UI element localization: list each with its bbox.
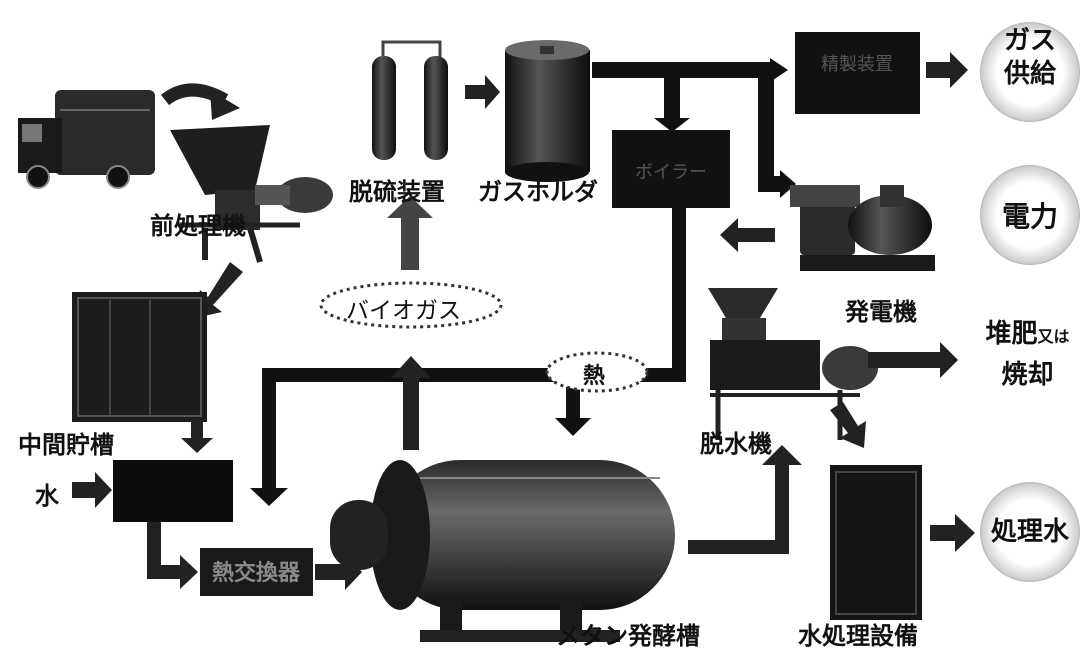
biogas-ellipse	[319, 281, 503, 329]
intermediate-tank-label: 中間貯槽	[18, 431, 114, 459]
gas-refining-box-text: 精製装置	[821, 54, 893, 75]
curved-arrow-icon	[160, 83, 240, 120]
arrow-desulfurizer-to-holder	[465, 75, 500, 109]
treated-water-label: 処理水	[990, 517, 1069, 547]
arrow-digester-to-biogas	[391, 356, 431, 450]
arrow-to-gas-supply	[926, 52, 968, 88]
compost-circle	[980, 305, 1080, 405]
water-input-label: 水	[35, 482, 59, 510]
arrow-to-treated-water	[930, 514, 975, 552]
arrow-to-compost	[868, 342, 958, 378]
mixing-tank-box	[113, 460, 233, 522]
arrow-dehydrator-to-water-treatment	[830, 402, 866, 448]
generator-label: 発電機	[845, 298, 917, 326]
water-treatment-label: 水処理設備	[798, 622, 918, 650]
compost-label: 堆肥又は 焼却	[985, 319, 1070, 390]
arrow-digester-to-dehydrator	[688, 445, 802, 554]
water-treatment-icon	[830, 465, 922, 620]
heat-ellipse	[545, 351, 649, 393]
intermediate-tank-icon	[72, 292, 207, 422]
arrow-tank-down	[181, 420, 213, 453]
boiler-box-text: ボイラー	[635, 162, 707, 183]
heat-exchanger-box: 熱交換器	[200, 548, 313, 596]
desulfurizer-label: 脱硫装置	[349, 178, 445, 206]
electricity-circle	[980, 165, 1080, 265]
methane-tank-icon	[330, 460, 675, 642]
boiler-box	[612, 130, 730, 208]
svg-text:熱交換器: 熱交換器	[212, 560, 301, 586]
arrow-biogas-to-desulfurizer	[387, 196, 433, 270]
generator-icon	[790, 185, 935, 271]
gas-refining-box	[795, 32, 920, 114]
desulfurizer-icon	[372, 40, 448, 160]
pretreatment-machine-icon	[170, 125, 333, 263]
methane-tank-label: メタン発酵槽	[556, 622, 700, 650]
dehydrator-label: 脱水機	[700, 430, 772, 458]
heat-label: 熱	[583, 364, 606, 389]
biogas-label: バイオガス	[346, 298, 461, 324]
electricity-label: 電力	[1001, 200, 1058, 233]
pretreatment-label: 前処理機	[150, 212, 246, 240]
arrow-water-in	[72, 472, 112, 508]
treated-water-circle	[980, 482, 1080, 582]
gas-holder-icon	[505, 40, 590, 182]
gas-pipes	[592, 58, 796, 198]
gas-supply-circle	[980, 22, 1080, 122]
gas-supply-label: ガス 供給	[1003, 26, 1056, 89]
arrow-generator-heat-return	[720, 218, 775, 252]
gas-holder-label: ガスホルダ	[478, 178, 598, 206]
garbage-truck-icon	[18, 90, 155, 189]
arrow-mix-to-exchanger	[147, 522, 198, 589]
